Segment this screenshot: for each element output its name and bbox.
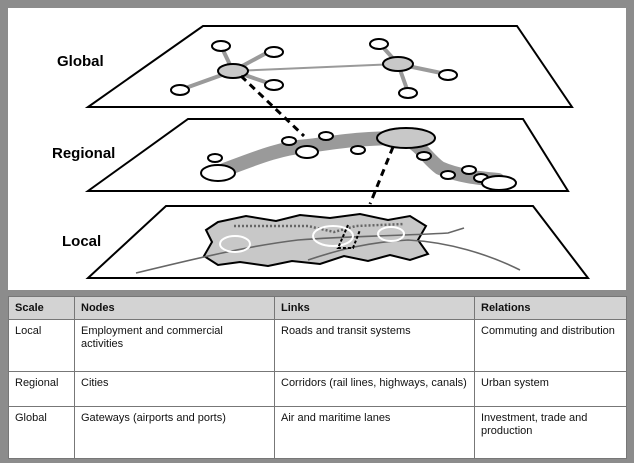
column-header-relations: Relations xyxy=(474,296,627,320)
cell-relations: Commuting and distribution xyxy=(474,318,627,373)
network-scales-diagram: Global Regional Local xyxy=(8,8,626,290)
layer-label-local: Local xyxy=(62,233,101,250)
regional-nodes xyxy=(200,131,517,191)
column-header-links: Links xyxy=(274,296,475,320)
cell-relations: Urban system xyxy=(474,371,627,407)
cell-scale: Local xyxy=(8,318,75,373)
layer-label-regional: Regional xyxy=(52,145,115,162)
global-trunk-link xyxy=(232,63,399,72)
global-hub xyxy=(382,56,414,72)
regional-plane xyxy=(84,118,570,192)
table-row: Regional Cities Corridors (rail lines, h… xyxy=(8,371,627,407)
scales-table: Scale Nodes Links Relations Local Employ… xyxy=(8,296,627,459)
cell-nodes: Employment and commercial activities xyxy=(74,318,275,373)
cell-links: Air and maritime lanes xyxy=(274,405,475,459)
table-row: Global Gateways (airports and ports) Air… xyxy=(8,405,627,459)
scale-connectors xyxy=(239,74,395,205)
local-centres xyxy=(219,225,405,253)
table-row: Local Employment and commercial activiti… xyxy=(8,318,627,373)
column-header-nodes: Nodes xyxy=(74,296,275,320)
global-nodes xyxy=(170,38,458,99)
cell-nodes: Cities xyxy=(74,371,275,407)
table-header-row: Scale Nodes Links Relations xyxy=(8,296,627,320)
local-roads xyxy=(135,227,521,274)
cell-relations: Investment, trade and production xyxy=(474,405,627,459)
transit-line xyxy=(234,222,405,234)
layer-label-global: Global xyxy=(57,53,104,70)
cell-scale: Global xyxy=(8,405,75,459)
local-connector xyxy=(336,224,361,249)
cell-nodes: Gateways (airports and ports) xyxy=(74,405,275,459)
figure-frame: Global Regional Local Scale Nodes Links … xyxy=(4,4,630,459)
local-plane xyxy=(85,205,591,279)
cell-links: Corridors (rail lines, highways, canals) xyxy=(274,371,475,407)
column-header-scale: Scale xyxy=(8,296,75,320)
global-hub xyxy=(217,63,249,79)
scales-table-container: Scale Nodes Links Relations Local Employ… xyxy=(8,296,627,459)
cell-links: Roads and transit systems xyxy=(274,318,475,373)
regional-hub xyxy=(376,127,436,149)
cell-scale: Regional xyxy=(8,371,75,407)
global-plane xyxy=(84,25,574,108)
